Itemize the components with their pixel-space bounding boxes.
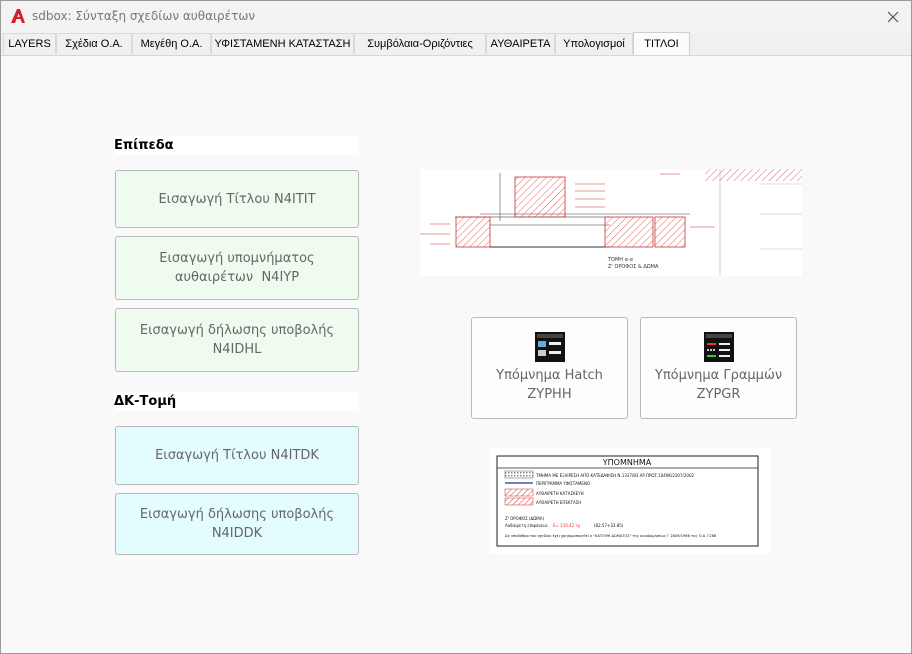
close-icon	[887, 11, 899, 23]
button-label-line1: Εισαγωγή δήλωσης υποβολής	[139, 323, 335, 338]
tab-strip: LAYERS Σχέδια Ο.Α. Μεγέθη Ο.Α. ΥΦΙΣΤΑΜΕΝ…	[1, 32, 911, 56]
button-label-line2: ZYPHH	[527, 387, 572, 402]
section-label-dk-tomi: ΔΚ-Τομή	[114, 392, 359, 411]
insert-legend-n4iyp-button[interactable]: Εισαγωγή υπομνήματος αυθαιρέτων N4IYP	[115, 236, 359, 300]
legend-title: ΥΠΟΜΝΗΜΑ	[602, 458, 652, 467]
tab-megethi-oa[interactable]: Μεγέθη Ο.Α.	[132, 33, 211, 54]
tab-layers[interactable]: LAYERS	[3, 33, 56, 54]
legend-row-1: ΤΜΗΜΑ ΜΕ ΕΞΑΙΡΕΣΗ ΑΠΟ ΚΑΤΕΔΑΦΙΣΗ Ν.1337/…	[535, 473, 695, 478]
section-drawing-image: ΤΟΜΗ α-α Ζ' ΟΡΟΦΟΣ & ΔΩΜΑ	[420, 169, 802, 276]
button-label-line2: N4IDDK	[211, 526, 263, 541]
button-label-line2: N4IDHL	[212, 342, 262, 357]
legend-area-label: Αυθαίρετη επιφάνεια:	[505, 523, 548, 528]
button-label-line1: Υπόμνημα Hatch	[496, 368, 603, 383]
section-caption-2: Ζ' ΟΡΟΦΟΣ & ΔΩΜΑ	[608, 264, 659, 270]
insert-title-n4itdk-button[interactable]: Εισαγωγή Τίτλου N4ITDK	[115, 426, 359, 485]
legend-row-2: ΠΕΡΙΓΡΑΜΜΑ ΥΦΙΣΤΑΜΕΝΟ	[536, 481, 590, 486]
button-label: Εισαγωγή Τίτλου N4ITIT	[158, 191, 316, 207]
tab-ypologismoi[interactable]: Υπολογισμοί	[555, 33, 633, 54]
hatch-legend-icon	[534, 332, 565, 362]
legend-row-3: ΑΥΘΑΙΡΕΤΗ ΚΑΤΑΣΚΕΥΗ	[536, 491, 584, 496]
legend-lines-zypgr-button[interactable]: Υπόμνημα Γραμμών ZYPGR	[640, 317, 797, 419]
button-label-line1: Εισαγωγή δήλωσης υποβολής	[139, 507, 335, 522]
autocad-logo-icon	[11, 9, 25, 23]
legend-row-4: ΑΥΘΑΙΡΕΤΗ ΕΠΕΚΤΑΣΗ	[536, 500, 581, 505]
legend-hatch-zyphh-button[interactable]: Υπόμνημα Hatch ZYPHH	[471, 317, 628, 419]
legend-note: Ως υποβάθρο του σχεδίου έχει χρησιμοποιη…	[505, 534, 717, 538]
tab-sxedia-oa[interactable]: Σχέδια Ο.Α.	[56, 33, 132, 54]
legend-table-image: ΥΠΟΜΝΗΜΑ ΤΜΗΜΑ ΜΕ ΕΞΑΙΡΕΣΗ ΑΠΟ ΚΑΤΕΔΑΦΙΣ…	[490, 448, 771, 554]
lines-legend-icon	[703, 332, 734, 362]
button-label-line2: αυθαιρέτων N4IYP	[174, 270, 300, 285]
insert-title-n4itit-button[interactable]: Εισαγωγή Τίτλου N4ITIT	[115, 170, 359, 228]
window-title: sdbox: Σύνταξη σχεδίων αυθαιρέτων	[32, 9, 256, 23]
legend-area-formula: (82.57+33.85)	[594, 523, 624, 528]
section-label-epipeda: Επίπεδα	[114, 136, 359, 155]
tab-titloi[interactable]: ΤΙΤΛΟΙ	[633, 32, 690, 55]
close-button[interactable]	[879, 5, 907, 29]
legend-floor: Ζ' ΟΡΟΦΟΣ (ΔΩΜΑ)	[505, 516, 544, 521]
title-bar: sdbox: Σύνταξη σχεδίων αυθαιρέτων	[1, 1, 911, 33]
tab-afthaireta[interactable]: ΑΥΘΑΙΡΕΤΑ	[486, 33, 555, 54]
section-caption-1: ΤΟΜΗ α-α	[607, 257, 634, 263]
button-label-line2: ZYPGR	[696, 387, 741, 402]
insert-declaration-n4iddk-button[interactable]: Εισαγωγή δήλωσης υποβολής N4IDDK	[115, 493, 359, 555]
button-label-line1: Υπόμνημα Γραμμών	[654, 368, 783, 383]
insert-declaration-n4idhl-button[interactable]: Εισαγωγή δήλωσης υποβολής N4IDHL	[115, 308, 359, 372]
tab-symvolaia-orizonties[interactable]: Συμβόλαια-Οριζόντιες	[354, 33, 486, 54]
section-drawing-preview: ΤΟΜΗ α-α Ζ' ΟΡΟΦΟΣ & ΔΩΜΑ	[420, 169, 802, 276]
button-label-line1: Εισαγωγή υπομνήματος	[159, 251, 315, 266]
legend-table-preview: ΥΠΟΜΝΗΜΑ ΤΜΗΜΑ ΜΕ ΕΞΑΙΡΕΣΗ ΑΠΟ ΚΑΤΕΔΑΦΙΣ…	[490, 448, 771, 554]
legend-area-value: Ε= 116.42 τμ	[553, 523, 581, 528]
tab-yfistameni-katastasi[interactable]: ΥΦΙΣΤΑΜΕΝΗ ΚΑΤΑΣΤΑΣΗ	[211, 33, 354, 54]
button-label: Εισαγωγή Τίτλου N4ITDK	[155, 448, 319, 463]
